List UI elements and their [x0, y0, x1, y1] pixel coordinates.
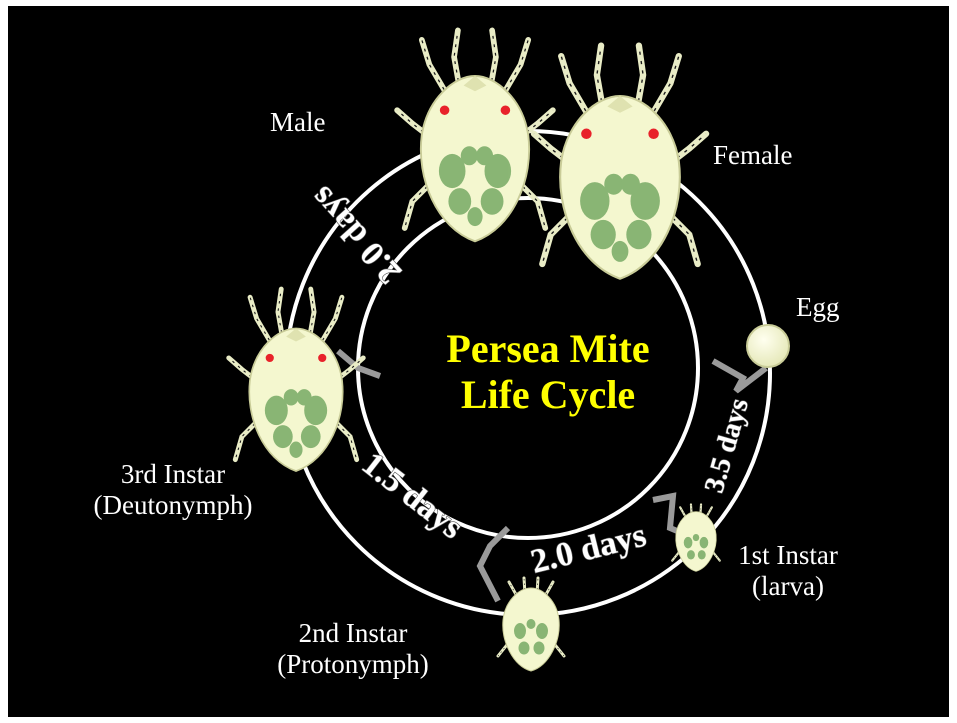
label-second-instar-line-2: (Protonymph) — [253, 649, 453, 680]
diagram-title: Persea Mite Life Cycle — [413, 326, 683, 418]
label-third-instar: 3rd Instar (Deutonymph) — [63, 459, 283, 521]
label-first-instar: 1st Instar (larva) — [713, 540, 863, 602]
label-third-instar-line-1: 3rd Instar — [63, 459, 283, 490]
label-second-instar: 2nd Instar (Protonymph) — [253, 618, 453, 680]
label-first-instar-line-1: 1st Instar — [713, 540, 863, 571]
label-male: Male — [270, 107, 325, 138]
label-egg: Egg — [796, 292, 840, 323]
diagram-canvas: 3.5 days 2.0 days 1.5 days 2.0 days Pers… — [8, 6, 949, 717]
mite-female-icon — [534, 46, 706, 279]
divider-protonymph-deutonymph — [480, 528, 508, 601]
label-third-instar-line-2: (Deutonymph) — [63, 490, 283, 521]
protonymph-icon — [498, 578, 564, 671]
mite-male-icon — [397, 30, 553, 241]
label-female: Female — [713, 140, 792, 171]
label-first-instar-line-2: (larva) — [713, 571, 863, 602]
duration-protonymph-deutonymph: 1.5 days — [355, 445, 470, 546]
duration-deutonymph-adult: 2.0 days — [303, 179, 409, 291]
title-line-2: Life Cycle — [413, 372, 683, 418]
egg-icon — [747, 325, 789, 367]
title-line-1: Persea Mite — [413, 326, 683, 372]
deutonymph-icon — [229, 289, 363, 471]
label-second-instar-line-1: 2nd Instar — [253, 618, 453, 649]
